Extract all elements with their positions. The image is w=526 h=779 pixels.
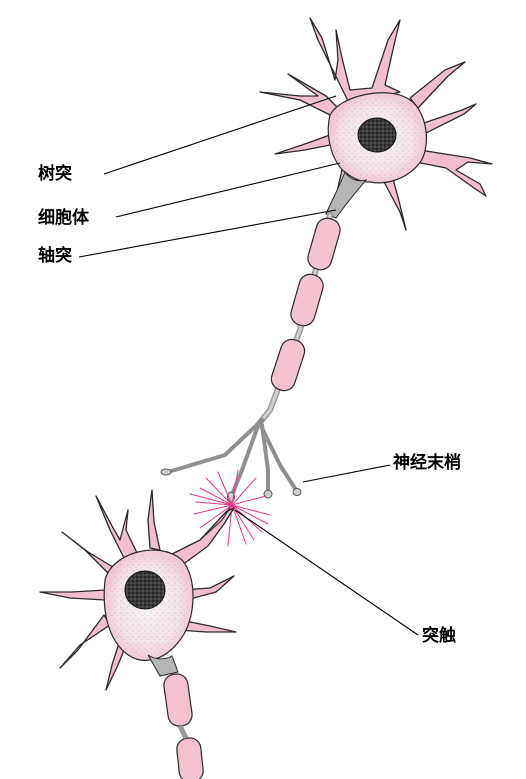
dendrite-branch — [61, 531, 119, 576]
myelin-sheath-segment — [163, 673, 193, 727]
dendrite-branch — [409, 61, 466, 109]
axon-terminals — [166, 418, 298, 497]
dendrite-branch — [274, 134, 331, 155]
dendrite-branch — [417, 103, 477, 135]
terminal-bouton — [160, 468, 172, 476]
dendrite-branch — [59, 614, 111, 669]
synapse-leader — [234, 509, 419, 636]
synapse-label: 突触 — [422, 626, 456, 646]
dendrite-branch — [309, 17, 401, 106]
myelin-sheath-segment — [307, 217, 341, 271]
dendrite-branch — [39, 589, 106, 601]
myelin-sheath-segment — [176, 737, 204, 779]
postsynaptic-dendrite — [199, 507, 231, 541]
upper-axon — [160, 212, 341, 503]
lower-neuron — [39, 489, 237, 779]
lower-axon-hillock — [147, 654, 179, 677]
upper-axon-hillock — [325, 170, 368, 219]
myelin-sheath-segment — [290, 273, 324, 327]
terminal-bouton — [263, 489, 273, 499]
lower-axon-core — [177, 724, 189, 740]
dendrite-label: 树突 — [38, 164, 72, 184]
axon-label: 轴突 — [38, 246, 72, 266]
soma-label: 细胞体 — [38, 208, 89, 228]
soma-leader — [115, 162, 341, 218]
upper-nucleus-icon — [357, 117, 397, 153]
terminal-leader — [302, 464, 391, 483]
dendrite-branch — [259, 73, 341, 116]
leader-lines — [78, 95, 419, 636]
terminal-bouton — [292, 488, 302, 496]
axon-leader — [78, 209, 337, 258]
dendrite-branch — [383, 174, 407, 231]
myelin-sheath-segment — [270, 338, 306, 392]
axon-terminal-label: 神经末梢 — [393, 453, 461, 473]
upper-neuron — [259, 17, 493, 231]
lower-nucleus-icon — [124, 570, 166, 610]
dendrite-leader — [103, 95, 337, 175]
dendrite-branch — [415, 149, 493, 197]
dendrite-branch — [95, 495, 139, 561]
dendrite-branch — [147, 489, 161, 551]
